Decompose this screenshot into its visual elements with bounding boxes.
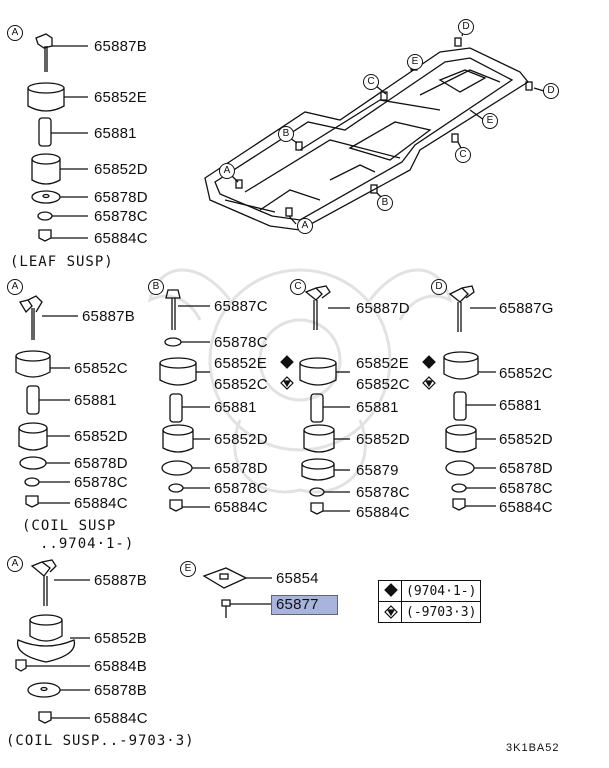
part-label: 65878C <box>214 480 268 497</box>
coil-mount-parts-a-early <box>15 559 90 724</box>
part-label: 65852C <box>499 365 553 382</box>
frame-callout-c-1: C <box>363 74 379 90</box>
part-label: 65884C <box>74 495 128 512</box>
part-label: 65879 <box>356 462 399 479</box>
part-label: 65878D <box>214 460 268 477</box>
part-label: 65878C <box>74 474 128 491</box>
part-label: 65852C <box>214 376 268 393</box>
part-label: 65852E <box>356 355 409 372</box>
part-label: 65878D <box>74 455 128 472</box>
frame-callout-e-2: E <box>482 113 498 129</box>
part-label: 65878C <box>499 480 553 497</box>
legend-filled-range: (9704·1-) <box>400 580 482 602</box>
part-label: 65887B <box>94 38 147 55</box>
part-label: 65884C <box>356 504 410 521</box>
callout-a-coil: A <box>7 279 23 295</box>
frame-callout-e-1: E <box>407 54 423 70</box>
filled-diamond-icon <box>378 580 402 602</box>
frame-callout-a-2: A <box>297 218 313 234</box>
part-label: 65887G <box>499 300 554 317</box>
part-label: 65852E <box>94 89 147 106</box>
part-label: 65878C <box>94 208 148 225</box>
part-label: 65878C <box>214 334 268 351</box>
part-label: 65881 <box>356 399 399 416</box>
frame-callout-d-1: D <box>458 19 474 35</box>
callout-d: D <box>431 279 447 295</box>
part-label: 65852C <box>356 376 410 393</box>
part-label: 65884C <box>214 499 268 516</box>
coil-mount-parts-b <box>159 289 210 512</box>
variant-legend-table: (9704·1-) (-9703·3) <box>378 580 482 623</box>
leaf-susp-note: (LEAF SUSP) <box>10 254 114 270</box>
frame-callout-b-2: B <box>377 195 393 211</box>
callout-a-leaf: A <box>7 25 23 41</box>
frame-callout-a-1: A <box>219 163 235 179</box>
part-label: 65878D <box>94 189 148 206</box>
callout-e: E <box>180 561 196 577</box>
part-label: 65852C <box>74 360 128 377</box>
coil-mount-parts-c <box>299 285 350 515</box>
body-mount-parts-e <box>202 567 272 618</box>
part-label: 65852D <box>214 431 268 448</box>
coil-mount-parts-a <box>15 295 78 508</box>
coil-mount-parts-d <box>443 285 496 511</box>
callout-c: C <box>290 279 306 295</box>
part-label: 65887B <box>82 308 135 325</box>
part-label: 65852E <box>214 355 267 372</box>
part-label: 65881 <box>214 399 257 416</box>
diagram-code: 3K1BA52 <box>506 742 560 754</box>
part-label: 65884C <box>499 499 553 516</box>
part-label: 65878B <box>94 682 147 699</box>
part-label: 65884C <box>94 230 148 247</box>
frame-callout-d-2: D <box>543 83 559 99</box>
callout-a-early: A <box>7 556 23 572</box>
part-label: 65852D <box>499 431 553 448</box>
part-label: 65884C <box>94 710 148 727</box>
part-label: 65854 <box>276 570 319 587</box>
highlighted-part-label: 65877 <box>271 595 338 615</box>
part-label: 65887D <box>356 300 410 317</box>
callout-b: B <box>148 279 164 295</box>
part-label: 65887C <box>214 298 268 315</box>
legend-outline-range: (-9703·3) <box>400 601 482 623</box>
part-label: 65852D <box>74 428 128 445</box>
part-label: 65878D <box>499 460 553 477</box>
watermark-emblem <box>147 268 453 494</box>
leaf-mount-parts <box>27 33 88 242</box>
part-label: 65852B <box>94 630 147 647</box>
part-label: 65881 <box>499 397 542 414</box>
frame-callout-c-2: C <box>455 147 471 163</box>
part-label: 65852D <box>94 161 148 178</box>
part-label: 65878C <box>356 484 410 501</box>
outline-diamond-icon <box>378 601 402 623</box>
coil-susp-early-note: (COIL SUSP..-9703·3) <box>6 733 195 749</box>
frame-callout-b-1: B <box>278 126 294 142</box>
part-label: 65881 <box>94 125 137 142</box>
part-label: 65887B <box>94 572 147 589</box>
part-label: 65881 <box>74 392 117 409</box>
coil-susp-note: (COIL SUSP <box>22 518 117 534</box>
coil-susp-date-note: ..9704·1-) <box>40 536 135 552</box>
part-label: 65852D <box>356 431 410 448</box>
part-label: 65884B <box>94 658 147 675</box>
